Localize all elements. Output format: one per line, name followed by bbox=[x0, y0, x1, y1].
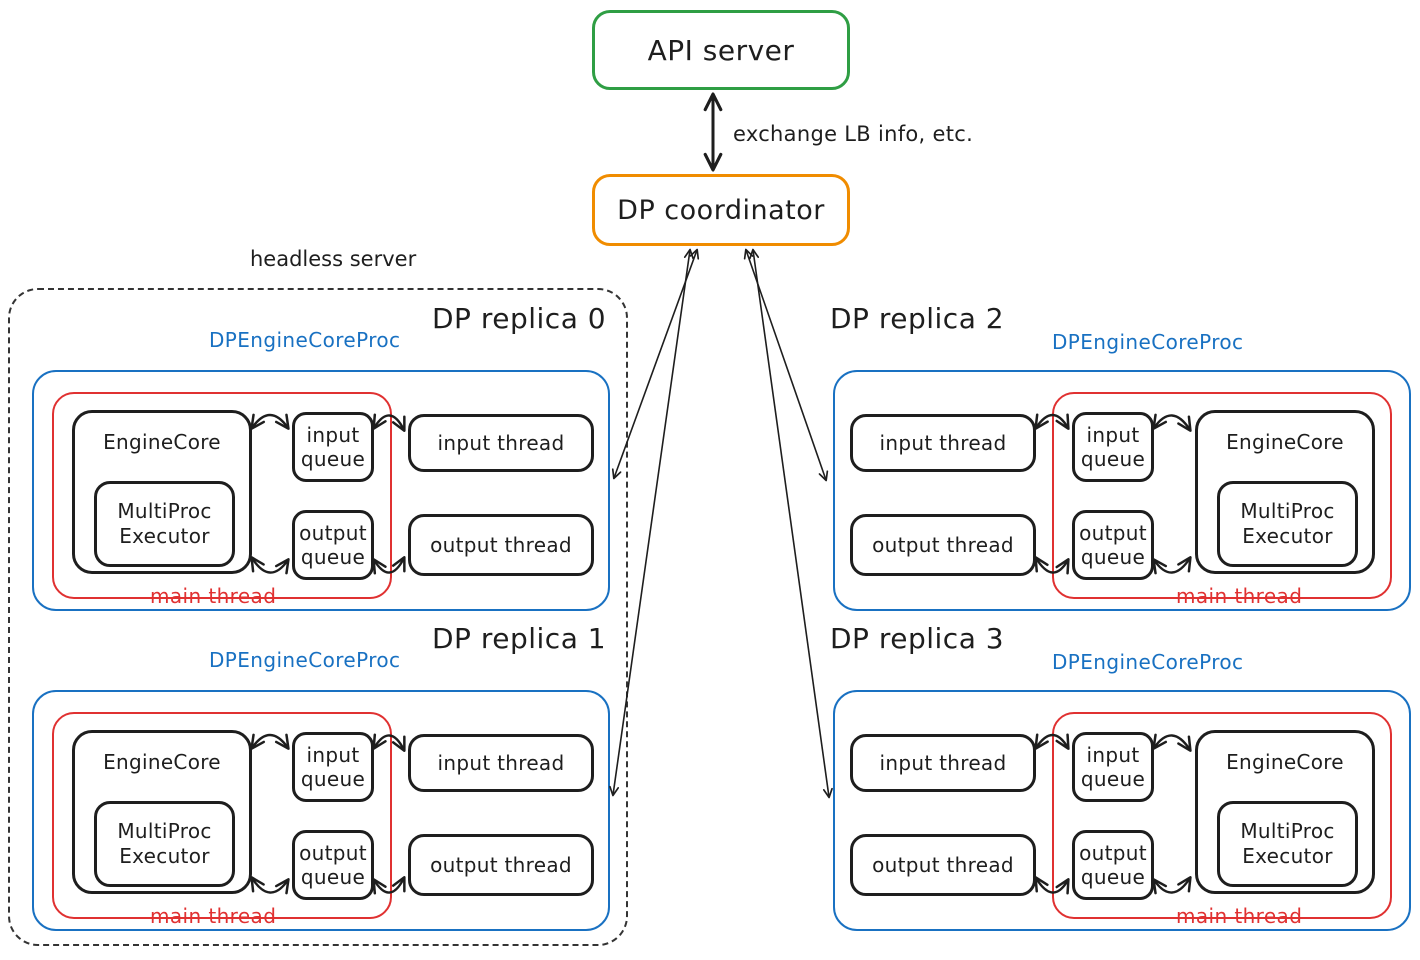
replica-3-main-thread-frame bbox=[1052, 712, 1392, 919]
input-thread-box: input thread bbox=[850, 414, 1036, 472]
output-queue-box: output queue bbox=[292, 510, 374, 580]
replica-1-engine-core-box: EngineCore MultiProc Executor bbox=[72, 730, 252, 894]
input-queue-box: input queue bbox=[292, 412, 374, 482]
engine-core-label: EngineCore bbox=[1226, 750, 1344, 774]
exchange-lb-note: exchange LB info, etc. bbox=[733, 122, 974, 146]
arrow-coordinator-replica-2 bbox=[743, 248, 829, 482]
multiproc-executor-box: MultiProc Executor bbox=[1217, 481, 1358, 567]
replica-2-title: DP replica 2 bbox=[830, 302, 1005, 335]
engine-core-label: EngineCore bbox=[103, 750, 221, 774]
replica-3-title: DP replica 3 bbox=[830, 622, 1005, 655]
output-queue-box: output queue bbox=[1072, 510, 1154, 580]
input-queue-box: input queue bbox=[292, 732, 374, 802]
output-thread-box: output thread bbox=[850, 834, 1036, 896]
replica-2-main-thread-frame bbox=[1052, 392, 1392, 599]
replica-3-proc-label: DPEngineCoreProc bbox=[1052, 650, 1244, 674]
input-thread-box: input thread bbox=[408, 414, 594, 472]
main-thread-label: main thread bbox=[150, 904, 277, 928]
output-queue-box: output queue bbox=[292, 830, 374, 900]
replica-0-main-thread-frame bbox=[52, 392, 392, 599]
dp-coordinator-box: DP coordinator bbox=[592, 174, 850, 246]
replica-0-engine-core-box: EngineCore MultiProc Executor bbox=[72, 410, 252, 574]
output-thread-box: output thread bbox=[408, 834, 594, 896]
replica-1-proc-frame: EngineCore MultiProc Executor input queu… bbox=[32, 690, 610, 931]
output-queue-box: output queue bbox=[1072, 830, 1154, 900]
multiproc-executor-box: MultiProc Executor bbox=[94, 481, 235, 567]
replica-1-proc-label: DPEngineCoreProc bbox=[209, 648, 401, 672]
engine-core-label: EngineCore bbox=[103, 430, 221, 454]
replica-1-title: DP replica 1 bbox=[432, 622, 607, 655]
api-server-box: API server bbox=[592, 10, 850, 90]
input-thread-box: input thread bbox=[408, 734, 594, 792]
output-thread-box: output thread bbox=[408, 514, 594, 576]
replica-1-main-thread-frame bbox=[52, 712, 392, 919]
output-thread-box: output thread bbox=[850, 514, 1036, 576]
main-thread-label: main thread bbox=[1176, 904, 1303, 928]
replica-2-proc-label: DPEngineCoreProc bbox=[1052, 330, 1244, 354]
replica-0-proc-label: DPEngineCoreProc bbox=[209, 328, 401, 352]
main-thread-label: main thread bbox=[1176, 584, 1303, 608]
input-queue-box: input queue bbox=[1072, 412, 1154, 482]
engine-core-label: EngineCore bbox=[1226, 430, 1344, 454]
api-server-label: API server bbox=[647, 33, 795, 67]
dp-coordinator-label: DP coordinator bbox=[617, 194, 825, 226]
headless-server-label: headless server bbox=[250, 247, 417, 271]
main-thread-label: main thread bbox=[150, 584, 277, 608]
replica-2-proc-frame: EngineCore MultiProc Executor input queu… bbox=[833, 370, 1411, 611]
multiproc-executor-box: MultiProc Executor bbox=[94, 801, 235, 887]
input-queue-box: input queue bbox=[1072, 732, 1154, 802]
replica-3-proc-frame: EngineCore MultiProc Executor input queu… bbox=[833, 690, 1411, 931]
replica-0-proc-frame: EngineCore MultiProc Executor input queu… bbox=[32, 370, 610, 611]
input-thread-box: input thread bbox=[850, 734, 1036, 792]
multiproc-executor-box: MultiProc Executor bbox=[1217, 801, 1358, 887]
replica-2-engine-core-box: EngineCore MultiProc Executor bbox=[1195, 410, 1375, 574]
replica-3-engine-core-box: EngineCore MultiProc Executor bbox=[1195, 730, 1375, 894]
replica-0-title: DP replica 0 bbox=[432, 302, 607, 335]
arrow-coordinator-replica-3 bbox=[749, 248, 833, 799]
